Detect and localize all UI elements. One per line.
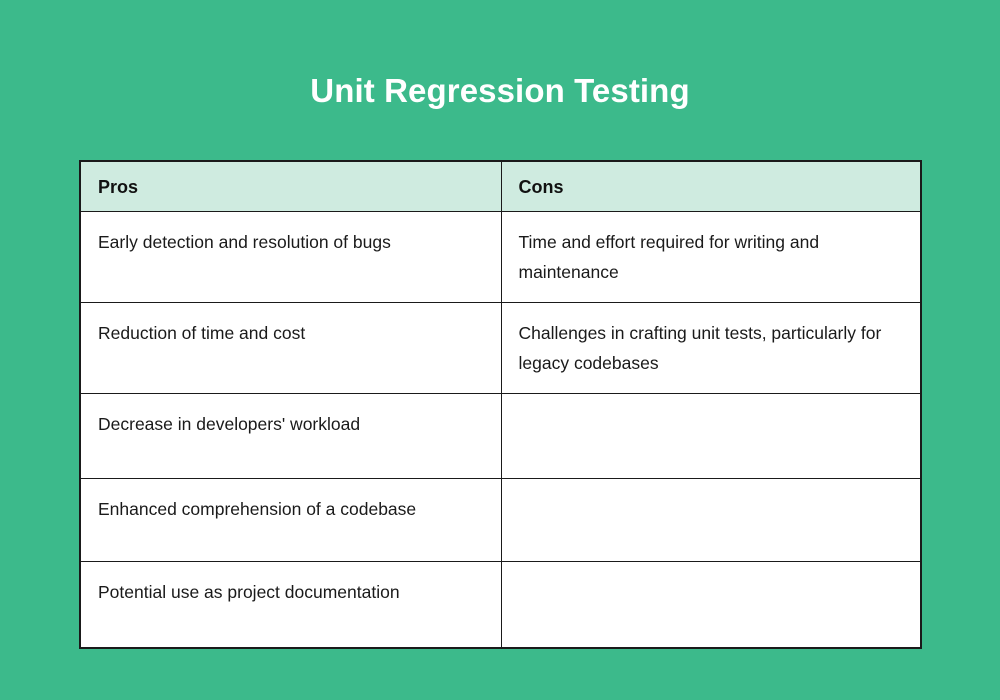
table-row: Reduction of time and cost Challenges in… — [79, 302, 922, 394]
cell-pros-text: Reduction of time and cost — [98, 323, 306, 343]
column-header-pros-label: Pros — [98, 177, 139, 197]
cell-cons — [500, 478, 922, 562]
cell-pros-text: Enhanced comprehension of a codebase — [98, 499, 417, 519]
table-row: Potential use as project documentation — [79, 561, 922, 648]
cell-pros-text: Early detection and resolution of bugs — [98, 232, 391, 252]
cell-pros-text: Potential use as project documentation — [98, 582, 400, 602]
cell-pros-text: Decrease in developers' workload — [98, 414, 361, 434]
column-header-cons: Cons — [500, 160, 922, 212]
cell-pros: Decrease in developers' workload — [79, 393, 502, 479]
table-row: Enhanced comprehension of a codebase — [79, 478, 922, 562]
cell-pros: Enhanced comprehension of a codebase — [79, 478, 502, 562]
pros-cons-table: Pros Cons Early detection and resolution… — [79, 160, 922, 649]
cell-cons: Time and effort required for writing and… — [500, 211, 922, 303]
cell-cons-text — [519, 409, 901, 410]
table-header: Pros Cons — [79, 160, 922, 212]
cell-pros: Early detection and resolution of bugs — [79, 211, 502, 303]
cell-pros: Potential use as project documentation — [79, 561, 502, 648]
column-header-cons-label: Cons — [518, 177, 564, 197]
cell-cons-text — [519, 494, 901, 495]
cell-cons — [500, 561, 922, 648]
table-header-row: Pros Cons — [79, 160, 922, 212]
cell-cons: Challenges in crafting unit tests, parti… — [500, 302, 922, 394]
cell-pros: Reduction of time and cost — [79, 302, 502, 394]
page-title: Unit Regression Testing — [310, 72, 690, 109]
table-body: Early detection and resolution of bugs T… — [79, 211, 922, 648]
table-row: Early detection and resolution of bugs T… — [79, 211, 922, 303]
cell-cons — [500, 393, 922, 479]
cell-cons-text: Time and effort required for writing and… — [518, 232, 820, 282]
column-header-pros: Pros — [79, 160, 502, 212]
cell-cons-text — [519, 577, 901, 578]
cell-cons-text: Challenges in crafting unit tests, parti… — [518, 323, 882, 373]
table-row: Decrease in developers' workload — [79, 393, 922, 479]
